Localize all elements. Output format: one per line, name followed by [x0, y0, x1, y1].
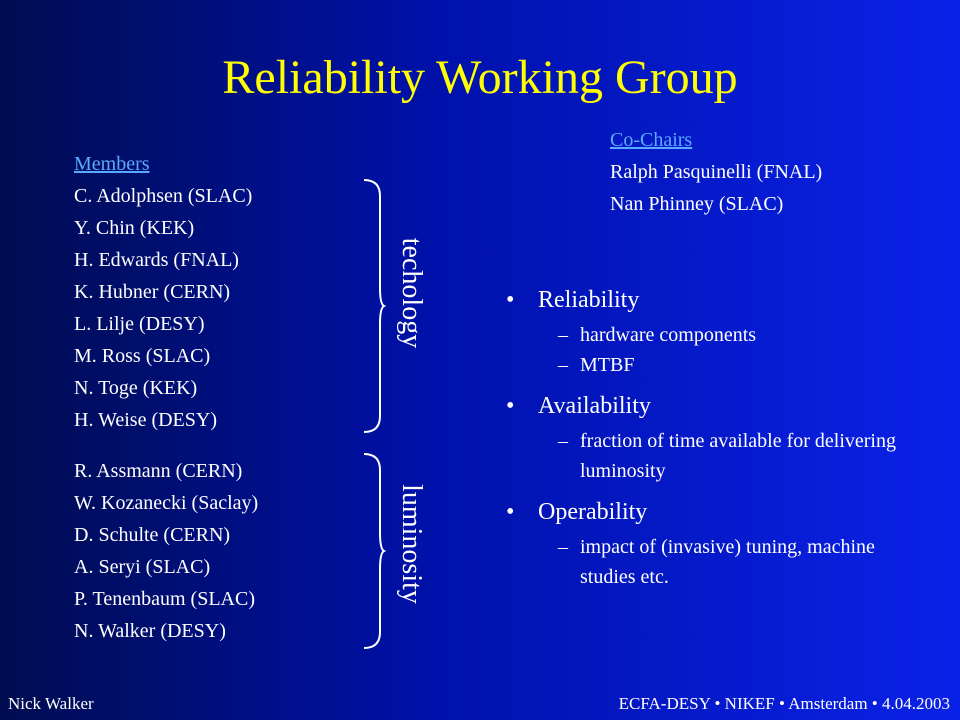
bullet-glyph: •	[506, 287, 515, 313]
technology-members-list: Members C. Adolphsen (SLAC) Y. Chin (KEK…	[74, 148, 252, 436]
footer-author: Nick Walker	[8, 694, 94, 713]
footer-event: ECFA-DESY • NIKEF • Amsterdam • 4.04.200…	[618, 694, 950, 713]
subtopic-item: – MTBF	[500, 350, 920, 380]
member-item: H. Edwards (FNAL)	[74, 249, 239, 271]
luminosity-brace	[363, 453, 386, 649]
member-item: W. Kozanecki (Saclay)	[74, 492, 259, 514]
bullet-glyph: •	[506, 393, 515, 419]
dash-glyph: –	[558, 354, 568, 376]
subtopic-label: fraction of time available for deliverin…	[580, 430, 896, 482]
member-item: R. Assmann (CERN)	[74, 460, 243, 482]
technology-brace	[363, 179, 386, 433]
subtopic-item: – impact of (invasive) tuning, machine s…	[500, 532, 920, 592]
member-item: H. Weise (DESY)	[74, 409, 217, 431]
topics-list: • Reliability – hardware components – MT…	[500, 282, 920, 592]
topic-label: Operability	[538, 499, 648, 525]
member-item: M. Ross (SLAC)	[74, 345, 211, 367]
topic-label: Reliability	[538, 287, 640, 313]
member-item: N. Toge (KEK)	[74, 377, 198, 399]
members-heading[interactable]: Members	[74, 153, 150, 175]
topic-item: • Reliability	[500, 282, 920, 318]
slide-title: Reliability Working Group	[222, 51, 738, 104]
member-item: N. Walker (DESY)	[74, 620, 226, 642]
topic-item: • Operability	[500, 494, 920, 530]
topic-label: Availability	[538, 393, 651, 419]
topic-item: • Availability	[500, 388, 920, 424]
member-item: K. Hubner (CERN)	[74, 281, 231, 303]
member-item: Y. Chin (KEK)	[74, 217, 195, 239]
luminosity-group-label: luminosity	[396, 484, 427, 604]
member-item: P. Tenenbaum (SLAC)	[74, 588, 255, 610]
cochair-item: Ralph Pasquinelli (FNAL)	[610, 161, 823, 183]
cochairs-heading[interactable]: Co-Chairs	[610, 129, 693, 151]
subtopic-item: – hardware components	[500, 320, 920, 350]
subtopic-label: hardware components	[580, 324, 757, 346]
dash-glyph: –	[558, 430, 568, 452]
member-item: C. Adolphsen (SLAC)	[74, 185, 253, 207]
cochairs-block: Co-Chairs Ralph Pasquinelli (FNAL) Nan P…	[610, 124, 822, 220]
technology-group-label: techology	[396, 237, 427, 349]
subtopic-label: MTBF	[580, 354, 635, 376]
subtopic-label: impact of (invasive) tuning, machine stu…	[580, 536, 875, 588]
member-item: L. Lilje (DESY)	[74, 313, 205, 335]
bullet-glyph: •	[506, 499, 515, 525]
dash-glyph: –	[558, 324, 568, 346]
member-item: A. Seryi (SLAC)	[74, 556, 211, 578]
member-item: D. Schulte (CERN)	[74, 524, 231, 546]
luminosity-members-list: R. Assmann (CERN) W. Kozanecki (Saclay) …	[74, 455, 258, 647]
subtopic-item: – fraction of time available for deliver…	[500, 426, 920, 486]
cochair-item: Nan Phinney (SLAC)	[610, 193, 784, 215]
dash-glyph: –	[558, 536, 568, 558]
